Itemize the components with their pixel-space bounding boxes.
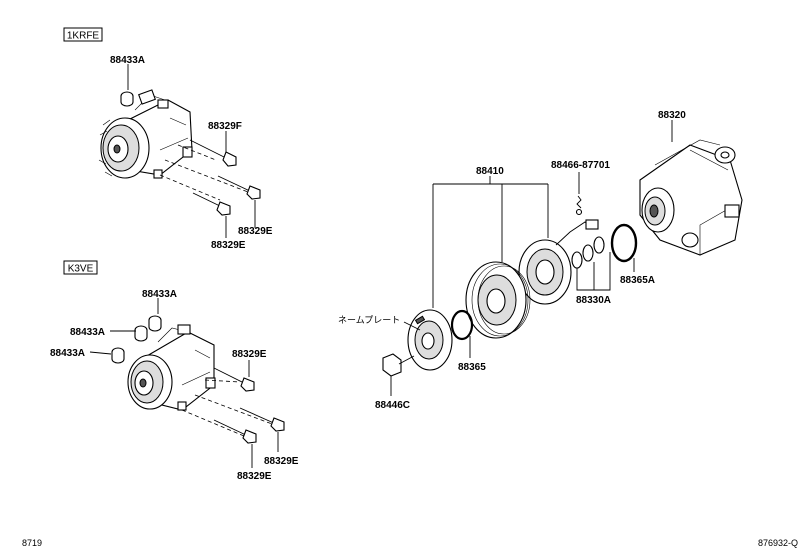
callout-88410: 88410 <box>476 166 504 177</box>
field-coil <box>518 219 599 305</box>
snap-ring-88365 <box>450 309 474 341</box>
engine-box-k3ve: K3VE <box>63 260 98 275</box>
nameplate-label: ネームプレート <box>338 315 400 326</box>
callout-88365: 88365 <box>458 362 486 373</box>
snap-ring-88365a <box>610 223 638 263</box>
callout-88329e-k2: 88329E <box>264 456 299 467</box>
bolt-88329e-low <box>192 192 231 216</box>
callout-88330a: 88330A <box>576 295 611 306</box>
bolt-88329e-k1 <box>213 367 255 392</box>
bolt-88329e-mid <box>217 175 261 200</box>
callout-88446c: 88446C <box>375 400 410 411</box>
engine-label-1krfe: 1KRFE <box>67 31 100 42</box>
bolt-88329e-k3 <box>213 419 257 444</box>
compressor-assembly-1krfe <box>98 89 193 179</box>
footer-left-code: 8719 <box>22 538 42 548</box>
callout-88433a-top: 88433A <box>110 55 145 66</box>
callout-88433a-k1: 88433A <box>142 289 177 300</box>
callout-88433a-k3: 88433A <box>50 348 85 359</box>
collar-88433a-k1 <box>148 315 162 332</box>
engine-label-k3ve: K3VE <box>68 264 94 275</box>
collar-88433a-top <box>120 91 134 107</box>
bolt-88446c <box>382 353 415 377</box>
bolt-88329e-k2 <box>239 407 285 432</box>
callout-88329e-k1: 88329E <box>232 349 267 360</box>
footer-right-code: 876932-Q <box>758 538 798 548</box>
collar-88433a-k3 <box>111 347 125 364</box>
pressure-plate <box>407 309 453 371</box>
bolt-88329f-upper <box>189 139 237 167</box>
connector-clip-88466 <box>575 195 583 216</box>
shim-set-88330a <box>571 236 605 269</box>
compressor-88320 <box>639 139 743 256</box>
engine-box-1krfe: 1KRFE <box>63 27 103 42</box>
callout-88365a: 88365A <box>620 275 655 286</box>
callout-88329e-a: 88329E <box>238 226 273 237</box>
callout-88329e-k3: 88329E <box>237 471 272 482</box>
callout-88329e-b: 88329E <box>211 240 246 251</box>
collar-88433a-k2 <box>134 325 148 342</box>
pulley-rotor <box>465 261 531 339</box>
callout-88320: 88320 <box>658 110 686 121</box>
compressor-assembly-k3ve <box>127 324 216 411</box>
callout-88433a-k2: 88433A <box>70 327 105 338</box>
callout-88329f: 88329F <box>208 121 242 132</box>
callout-88466-87701: 88466-87701 <box>551 160 610 171</box>
